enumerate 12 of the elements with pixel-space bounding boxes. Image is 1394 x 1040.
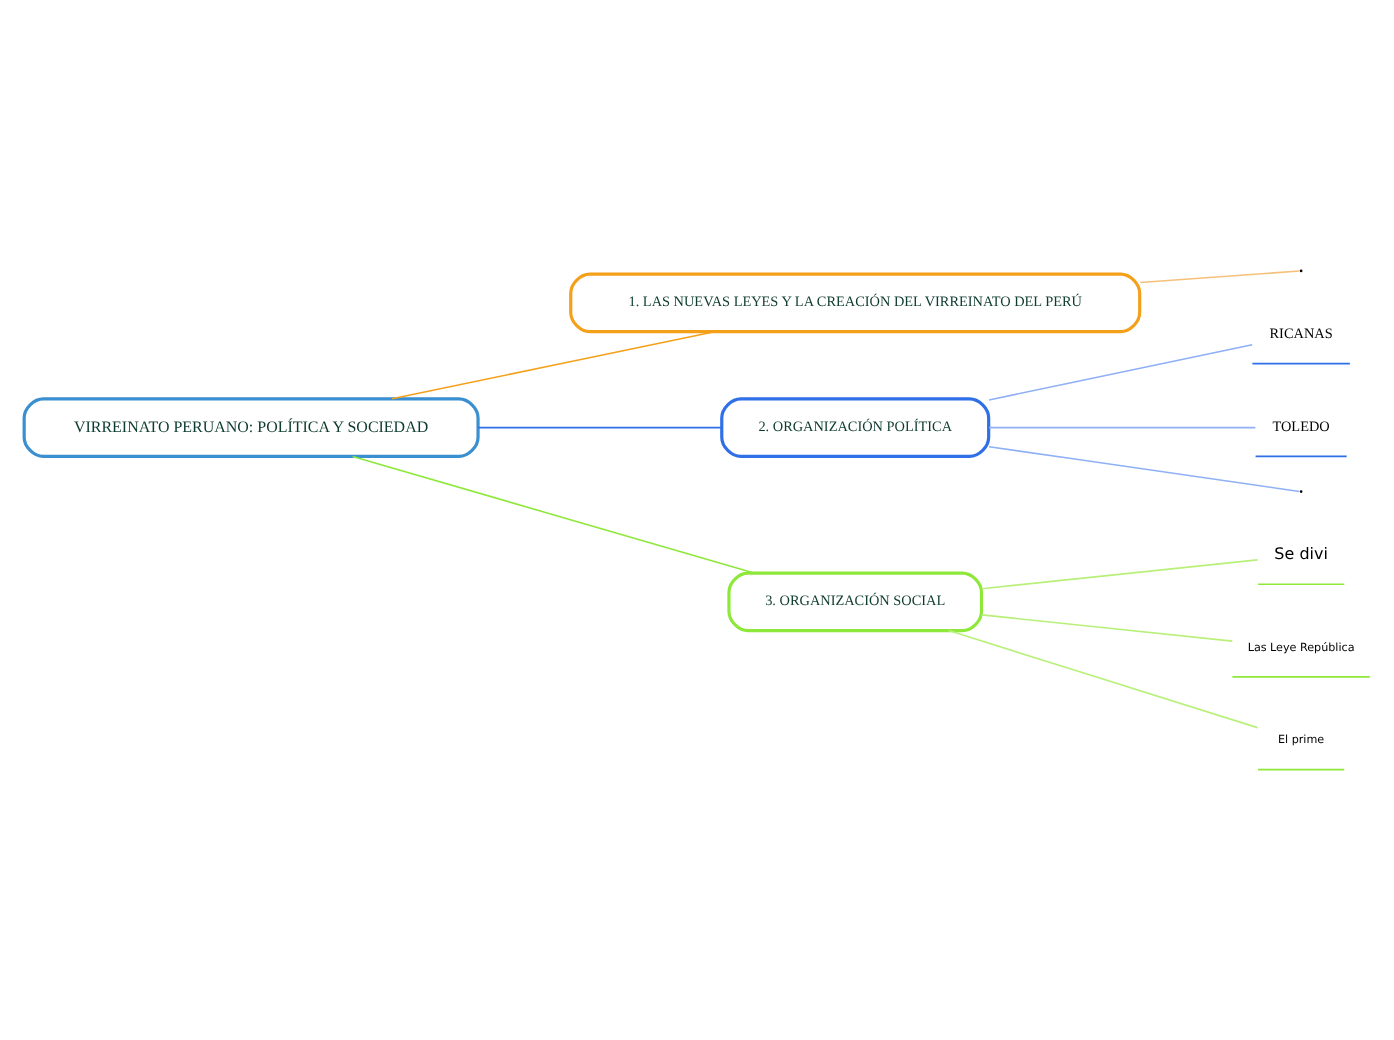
connector [947, 629, 1259, 729]
connector [988, 426, 1257, 429]
connector [981, 614, 1234, 642]
connector [988, 445, 1301, 493]
node-box: VIRREINATO PERUANO: POLÍTICA Y SOCIEDAD [22, 397, 480, 458]
connector [988, 344, 1253, 401]
connector [391, 331, 716, 400]
connector [477, 426, 723, 429]
node-text: Se divi [1274, 545, 1328, 564]
connector [1139, 270, 1301, 284]
connector [981, 559, 1259, 590]
connector [351, 455, 755, 574]
